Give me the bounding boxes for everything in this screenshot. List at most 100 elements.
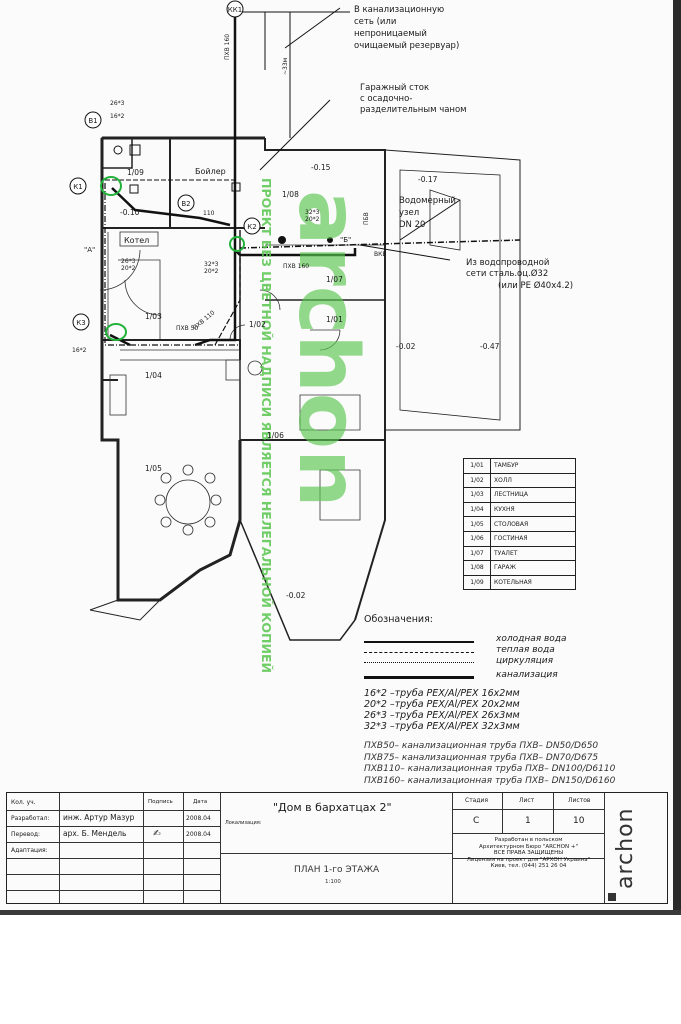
tb-kol-uch: Кол. уч. <box>11 799 36 806</box>
pipe-spec-16: 16*2 –труба PEX/Al/PEX 16x2мм <box>364 688 520 699</box>
pipe-spec-26: 26*3 –труба PEX/Al/PEX 26x3мм <box>364 710 520 721</box>
furniture <box>99 231 385 536</box>
tb-dev-4: Лицензия на проект для "АРХОН Украина" <box>466 856 591 863</box>
node-v2 <box>177 194 195 212</box>
pipe-pb-vert: ПБВ <box>363 212 370 225</box>
room-table-name: СТОЛОВАЯ <box>490 516 576 532</box>
tb-listov-header: Листов <box>568 797 591 804</box>
pipe-16x2-top: 16*2 <box>110 113 125 120</box>
tb-brand-logo: archon <box>613 807 638 890</box>
node-k2 <box>243 217 261 235</box>
floor-plan <box>69 0 521 641</box>
label-k2: К2 <box>247 223 256 231</box>
room-table-number: 1/04 <box>463 501 491 518</box>
pipe-spec-list: 16*2 –труба PEX/Al/PEX 16x2мм 20*2 –труб… <box>364 688 520 732</box>
pxb-spec-160: ПХВ160– канализационная труба ПХВ– DN150… <box>364 775 616 786</box>
tb-dev-3: ВСЕ ПРАВА ЗАЩИЩЕНЫ <box>493 850 564 856</box>
room-1-06: 1/06 <box>267 431 284 440</box>
tb-developer: Разработан в польском Архитектурном Бюро… <box>456 837 601 870</box>
sheet-shadow-edge <box>673 0 681 915</box>
label-kk1: КК1 <box>228 6 242 14</box>
node-k1 <box>69 177 87 195</box>
room-1-03: 1/03 <box>145 312 162 321</box>
tb-dev-2: Архитектурном Бюро "ARCHON +" <box>479 843 578 850</box>
tb-dev-1: Разработан в польском <box>494 837 563 843</box>
tb-razrabotal: Разработал: <box>11 815 50 822</box>
stove <box>109 374 127 416</box>
pipe-32x3-left: 32*3 <box>204 261 219 268</box>
label-b-marker: "Б" <box>340 236 351 244</box>
note-garage-2: с осадочно- <box>360 94 412 104</box>
legend-title: Обозначения: <box>364 614 433 625</box>
pipe-26x3-left: 26*3 <box>121 258 136 265</box>
pipe-spec-20: 20*2 –труба PEX/Al/PEX 20x2мм <box>364 699 520 710</box>
label-v1: В1 <box>88 117 97 125</box>
tb-brand-square <box>608 893 616 901</box>
green-highlights <box>100 176 245 341</box>
highlight-k3 <box>105 323 127 341</box>
level-4: -0.02 <box>396 342 416 351</box>
room-1-08: 1/08 <box>282 190 299 199</box>
pipe-20x2-left2: 20*2 <box>204 268 219 275</box>
note-sewer-4: очищаемый резервуар) <box>354 41 459 51</box>
note-supply-3: (или PE Ø40x4.2) <box>498 280 573 291</box>
tb-podpis: Подпись <box>148 799 173 805</box>
node-kk1 <box>226 0 244 18</box>
room-table-name: ЛЕСТНИЦА <box>490 487 576 503</box>
room-table-number: 1/06 <box>463 530 491 547</box>
tb-stadiya: С <box>473 816 480 826</box>
note-garage-3: разделительным чаном <box>360 105 467 115</box>
pipe-20x2-mid: 20*2 <box>305 216 320 223</box>
sheet-shadow-bottom <box>0 910 681 915</box>
tb-listov: 10 <box>573 816 585 826</box>
room-1-07: 1/07 <box>326 275 343 284</box>
title-block: Кол. уч. Разработал: Перевод: Адаптация:… <box>6 792 668 904</box>
tb-lokalizatsiya: Локализация: <box>225 820 262 826</box>
room-1-09: 1/09 <box>127 168 144 177</box>
room-1-02: 1/02 <box>249 320 266 329</box>
level-3: -0.10 <box>120 208 140 217</box>
room-table-number: 1/07 <box>463 545 491 562</box>
tb-adaptatsiya: Адаптация: <box>11 847 48 854</box>
label-v2: В2 <box>181 200 190 208</box>
label-a-marker: "A" <box>84 246 95 254</box>
tb-list-header: Лист <box>519 797 535 804</box>
highlight-k1 <box>100 176 122 196</box>
drawing-sheet <box>0 0 681 915</box>
room-table-name: КУХНЯ <box>490 501 576 518</box>
level-2: -0.17 <box>418 175 438 184</box>
tb-author1: инж. Артур Мазур <box>63 813 135 822</box>
node-k3 <box>72 313 90 331</box>
room-table-name: ХОЛЛ <box>490 472 576 489</box>
tb-project-name: "Дом в бархатцах 2" <box>273 801 392 814</box>
level-1: -0.15 <box>311 163 331 172</box>
walls <box>89 136 521 641</box>
pipe-spec-32: 32*3 –труба PEX/Al/PEX 32x3мм <box>364 721 520 732</box>
tb-stadiya-header: Стадия <box>465 797 489 804</box>
tb-scale: 1:100 <box>325 879 341 885</box>
legend-line-cold <box>364 641 474 643</box>
top-lines <box>235 7 461 261</box>
note-garage-1: Гаражный сток <box>360 83 429 93</box>
room-table-number: 1/01 <box>463 458 491 474</box>
tb-dev-5: Киев, тел. (044) 251 26 04 <box>490 863 567 869</box>
tb-signature: ✍ <box>153 829 161 839</box>
note-sewer-3: непроницаемый <box>354 29 427 39</box>
node-markers <box>69 0 261 331</box>
equipment-boiler: Бойлер <box>195 167 226 176</box>
pipe-110: 110 <box>203 210 215 217</box>
pipe-32x3-mid: 32*3 <box>305 209 320 216</box>
pxb-spec-110: ПХВ110– канализационная труба ПХВ– DN100… <box>364 764 616 774</box>
note-supply-1: Из водопроводной <box>466 258 549 268</box>
label-k3: К3 <box>76 319 85 327</box>
tb-date2: 2008.04 <box>186 831 211 838</box>
